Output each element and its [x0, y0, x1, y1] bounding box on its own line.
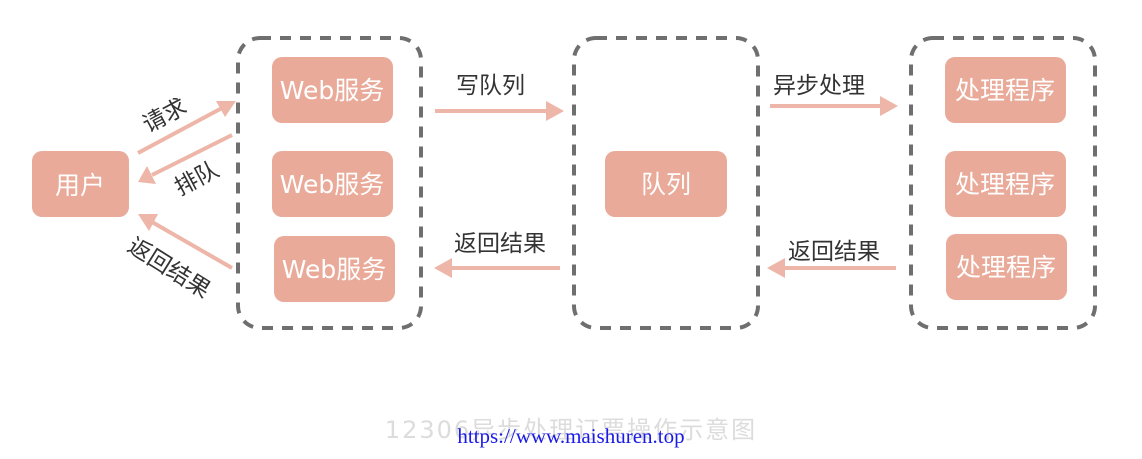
queue-node-label: 队列 — [641, 170, 691, 199]
request-label: 请求 — [139, 94, 192, 139]
web-service-node-3: Web服务 — [274, 236, 395, 302]
user-node-label: 用户 — [55, 171, 105, 200]
return-from-handler-arrow — [767, 258, 896, 278]
web-service-label-3: Web服务 — [282, 255, 387, 284]
diagram-caption: 12306异步处理订票操作示意图 — [384, 416, 758, 444]
queue-group — [572, 36, 760, 330]
handler-group — [909, 36, 1097, 330]
handler-node-1: 处理程序 — [945, 57, 1066, 123]
handler-node-2: 处理程序 — [945, 151, 1066, 217]
handler-label-2: 处理程序 — [955, 170, 1055, 199]
web-service-label-1: Web服务 — [280, 76, 385, 105]
async-process-label: 异步处理 — [773, 73, 865, 99]
return-to-user-label: 返回结果 — [123, 233, 215, 304]
request-arrow — [137, 101, 236, 155]
handler-label-1: 处理程序 — [955, 76, 1055, 105]
return-from-queue-label: 返回结果 — [454, 231, 546, 257]
web-service-node-2: Web服务 — [272, 151, 393, 217]
write-queue-arrow — [435, 101, 564, 121]
watermark-url: https://www.maishuren.top — [457, 424, 685, 448]
queue-wait-arrow — [138, 133, 233, 184]
queue-node: 队列 — [605, 151, 727, 217]
user-node: 用户 — [32, 151, 129, 217]
web-service-node-1: Web服务 — [272, 57, 393, 123]
handler-node-3: 处理程序 — [946, 234, 1067, 300]
write-queue-label: 写队列 — [456, 73, 525, 99]
async-process-arrow — [770, 96, 898, 116]
return-from-handler-label: 返回结果 — [788, 239, 880, 265]
web-service-group — [236, 36, 423, 330]
web-service-label-2: Web服务 — [280, 170, 385, 199]
return-from-queue-arrow — [434, 258, 560, 278]
handler-label-3: 处理程序 — [956, 253, 1056, 282]
return-to-user-arrow — [138, 214, 233, 270]
